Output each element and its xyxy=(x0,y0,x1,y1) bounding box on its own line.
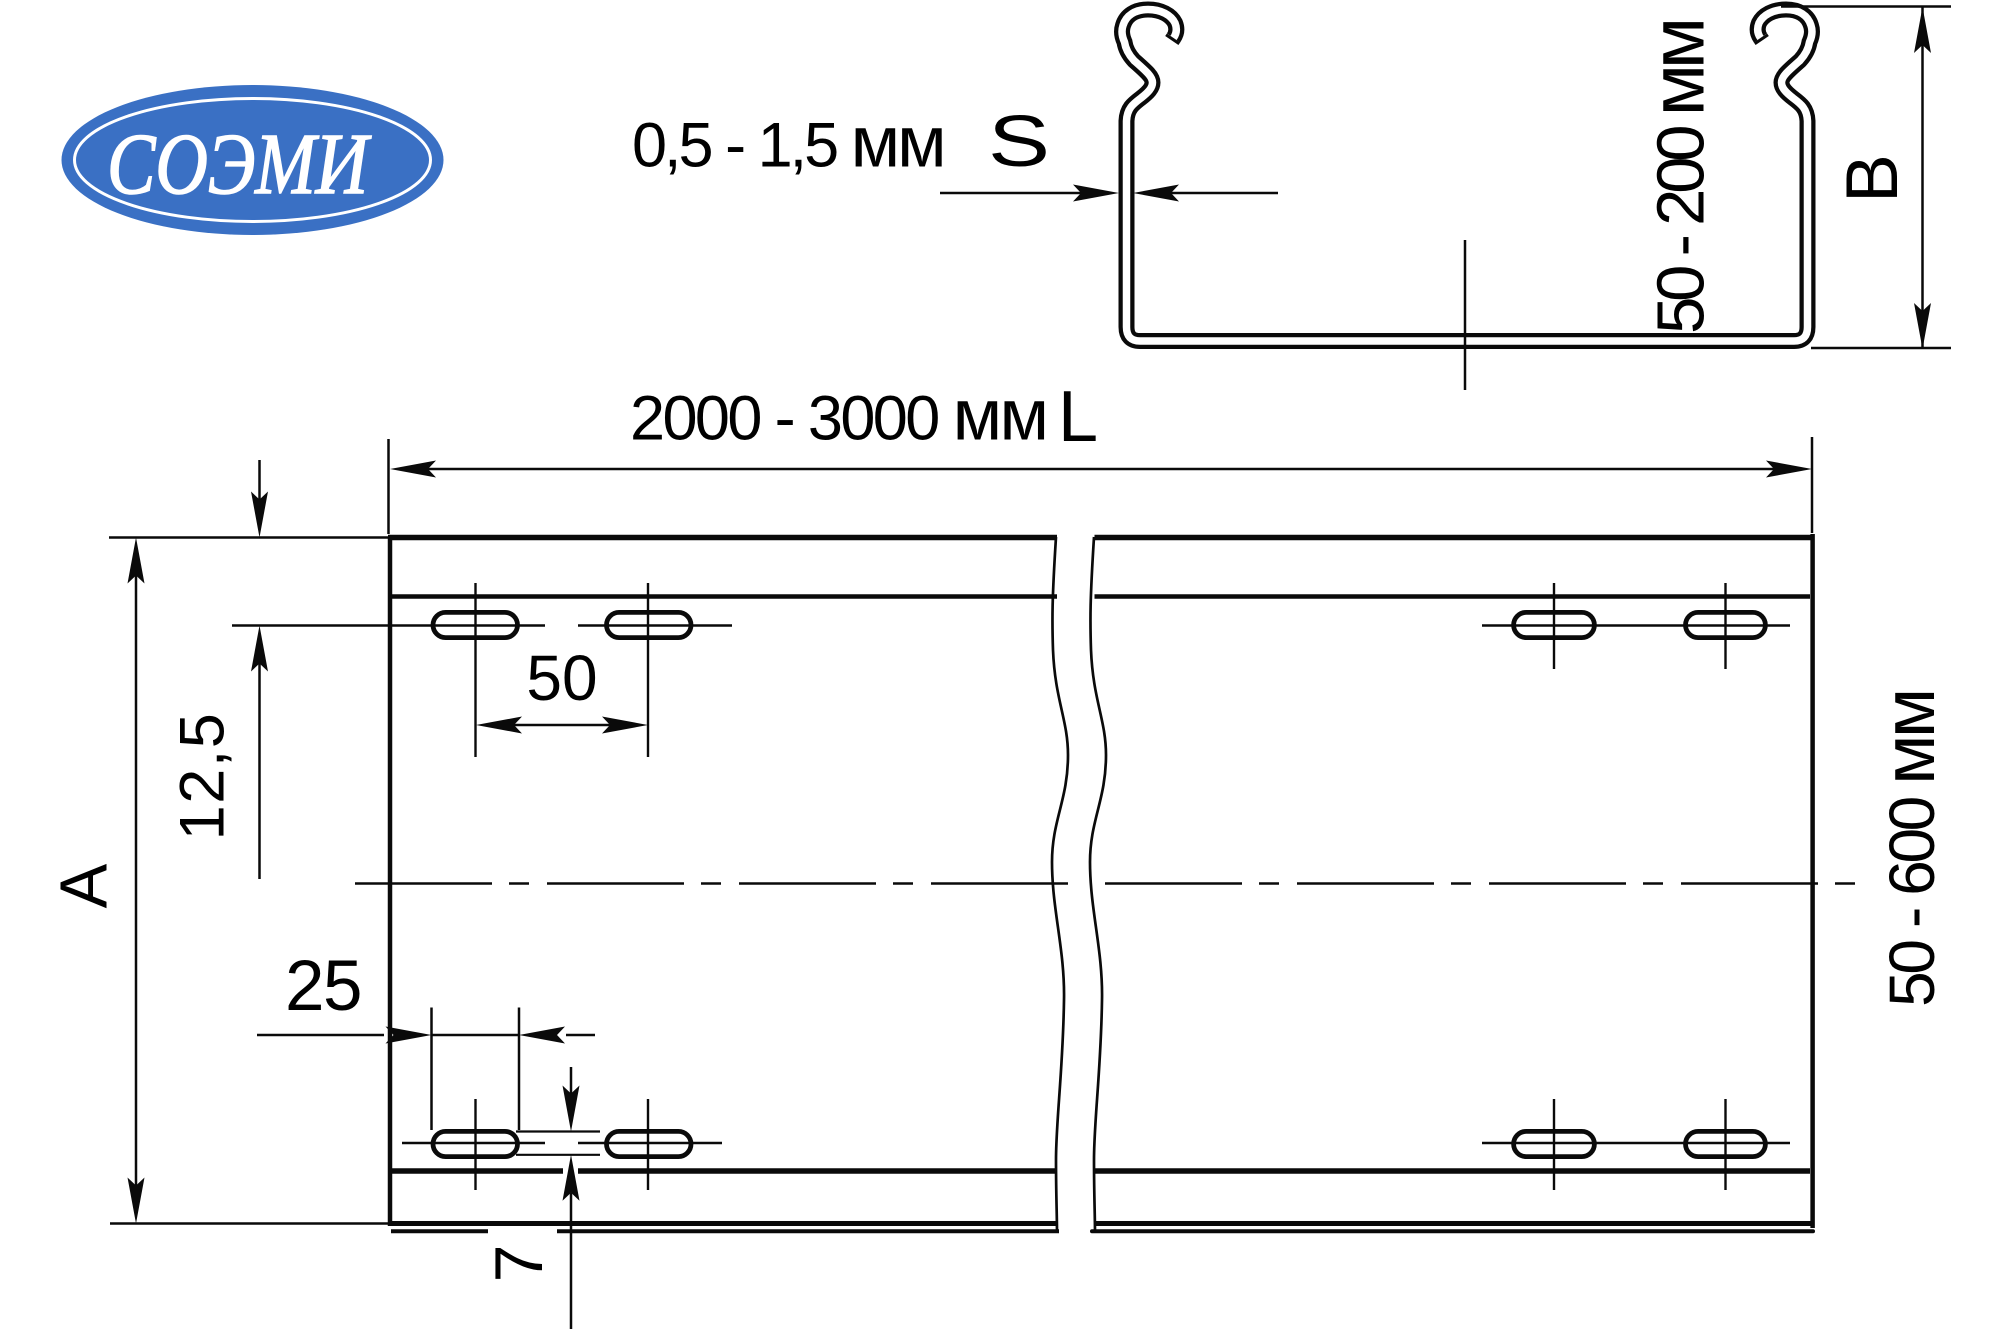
svg-text:12,5: 12,5 xyxy=(168,712,238,841)
svg-text:S: S xyxy=(988,102,1050,182)
svg-text:A: A xyxy=(47,863,122,908)
svg-text:2000 - 3000 мм: 2000 - 3000 мм xyxy=(630,376,1046,456)
svg-text:50 - 600 мм: 50 - 600 мм xyxy=(1869,691,1950,1007)
svg-text:7: 7 xyxy=(481,1245,557,1283)
svg-text:СОЭМИ: СОЭМИ xyxy=(107,117,372,213)
svg-text:25: 25 xyxy=(285,947,361,1026)
svg-text:50 - 200 мм: 50 - 200 мм xyxy=(1636,21,1721,334)
svg-text:L: L xyxy=(1058,377,1098,457)
svg-text:50: 50 xyxy=(526,642,597,714)
svg-text:B: B xyxy=(1832,154,1913,203)
svg-text:0,5 - 1,5 мм: 0,5 - 1,5 мм xyxy=(632,103,944,183)
